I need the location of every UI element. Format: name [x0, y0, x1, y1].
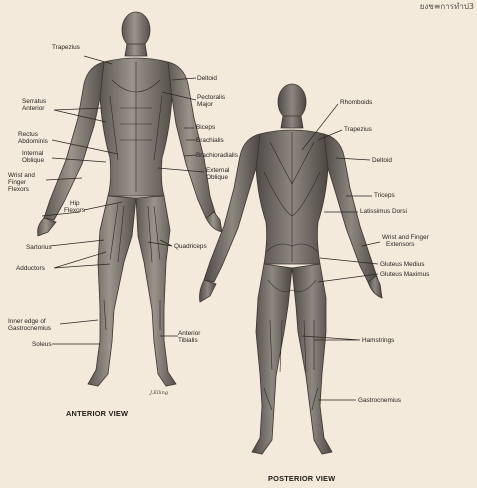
label-quadriceps: Quadriceps	[174, 243, 207, 250]
posterior-figure	[200, 84, 383, 454]
label-brachialis: Brachialis	[196, 137, 224, 144]
label-brachioradialis: Brachioradialis	[196, 152, 238, 159]
label-serratus-anterior: Serratus Anterior	[22, 98, 48, 112]
label-trapezius-posterior: Trapezius	[344, 126, 372, 133]
label-pectoralis-major: Pectoralis Major	[197, 94, 227, 108]
caption-posterior-view: POSTERIOR VIEW	[268, 474, 335, 483]
label-biceps: Biceps	[196, 124, 215, 131]
label-inner-gastrocnemius: Inner edge of Gastrocnemius	[8, 318, 51, 332]
label-hip-flexors: Hip Flexors	[64, 200, 85, 214]
artist-signature: J.Elling	[149, 390, 168, 396]
label-soleus: Soleus	[32, 341, 52, 348]
label-gluteus-medius: Gluteus Medius	[380, 261, 424, 268]
label-deltoid-anterior: Deltoid	[197, 75, 217, 82]
label-wrist-finger-flexors: Wrist and Finger Flexors	[8, 172, 37, 193]
label-gluteus-maximus: Gluteus Maximus	[380, 271, 429, 278]
label-adductors: Adductors	[16, 265, 45, 272]
caption-anterior-view: ANTERIOR VIEW	[66, 409, 128, 418]
label-hamstrings: Hamstrings	[362, 337, 394, 344]
label-gastrocnemius: Gastrocnemius	[358, 397, 401, 404]
label-triceps: Triceps	[374, 192, 395, 199]
label-anterior-tibialis: Anterior Tibialis	[178, 330, 202, 344]
label-deltoid-posterior: Deltoid	[372, 157, 392, 164]
label-trapezius-anterior: Trapezius	[52, 44, 80, 51]
watermark-text: ยงช≡การทำป3	[420, 2, 474, 11]
label-internal-oblique: Internal Oblique	[22, 150, 45, 164]
label-external-oblique: External Oblique	[206, 167, 231, 181]
label-wrist-finger-extensors: Wrist and Finger Extensors	[382, 234, 431, 248]
label-rectus-abdominis: Rectus Abdominis	[18, 131, 48, 145]
label-rhomboids: Rhomboids	[340, 99, 372, 106]
label-latissimus-dorsi: Latissimus Dorsi	[360, 208, 407, 215]
label-sartorius: Sartorius	[26, 244, 52, 251]
